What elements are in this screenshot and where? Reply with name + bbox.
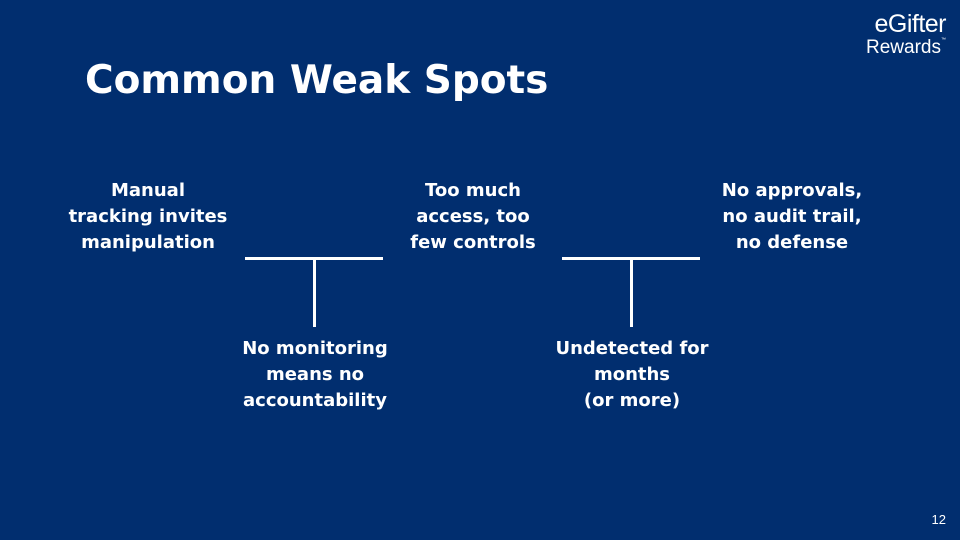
weak-spot-line: access, too bbox=[416, 206, 530, 227]
weak-spot-line: means no bbox=[265, 364, 365, 385]
logo-trademark: ™ bbox=[941, 37, 946, 43]
weak-spot-line: months bbox=[593, 364, 671, 385]
logo-line-2: Rewards™ bbox=[846, 37, 946, 58]
weak-spot-line: No monitoring bbox=[242, 338, 388, 359]
weak-spot-line: No approvals, bbox=[721, 180, 863, 201]
weak-spot-line: manipulation bbox=[81, 232, 215, 253]
slide-title: Common Weak Spots bbox=[85, 58, 549, 103]
page-number: 12 bbox=[931, 512, 946, 527]
weak-spot-line: tracking invites bbox=[68, 206, 228, 227]
weak-spot-line: no audit trail, bbox=[722, 206, 862, 227]
weak-spot-too-much-access: Too much access, too few controls bbox=[378, 178, 568, 256]
connector-vertical-right bbox=[630, 259, 633, 327]
weak-spot-line: no defense bbox=[735, 232, 849, 253]
egifter-rewards-logo: eGifter Rewards™ bbox=[846, 10, 946, 58]
weak-spot-line: accountability bbox=[243, 390, 387, 411]
logo-line-2-text: Rewards bbox=[866, 37, 941, 58]
connector-vertical-left bbox=[313, 259, 316, 327]
weak-spot-line: (or more) bbox=[583, 390, 681, 411]
weak-spot-line: Too much bbox=[425, 180, 521, 201]
weak-spot-manual-tracking: Manual tracking invites manipulation bbox=[53, 178, 243, 256]
weak-spot-no-approvals: No approvals, no audit trail, no defense bbox=[697, 178, 887, 256]
weak-spot-undetected: Undetected for months (or more) bbox=[537, 336, 727, 414]
logo-line-1: eGifter bbox=[874, 10, 946, 38]
weak-spot-line: Manual bbox=[110, 180, 185, 201]
connector-horizontal-left bbox=[245, 257, 383, 260]
connector-horizontal-right bbox=[562, 257, 700, 260]
weak-spot-no-monitoring: No monitoring means no accountability bbox=[220, 336, 410, 414]
weak-spot-line: few controls bbox=[410, 232, 536, 253]
weak-spot-line: Undetected for bbox=[555, 338, 709, 359]
